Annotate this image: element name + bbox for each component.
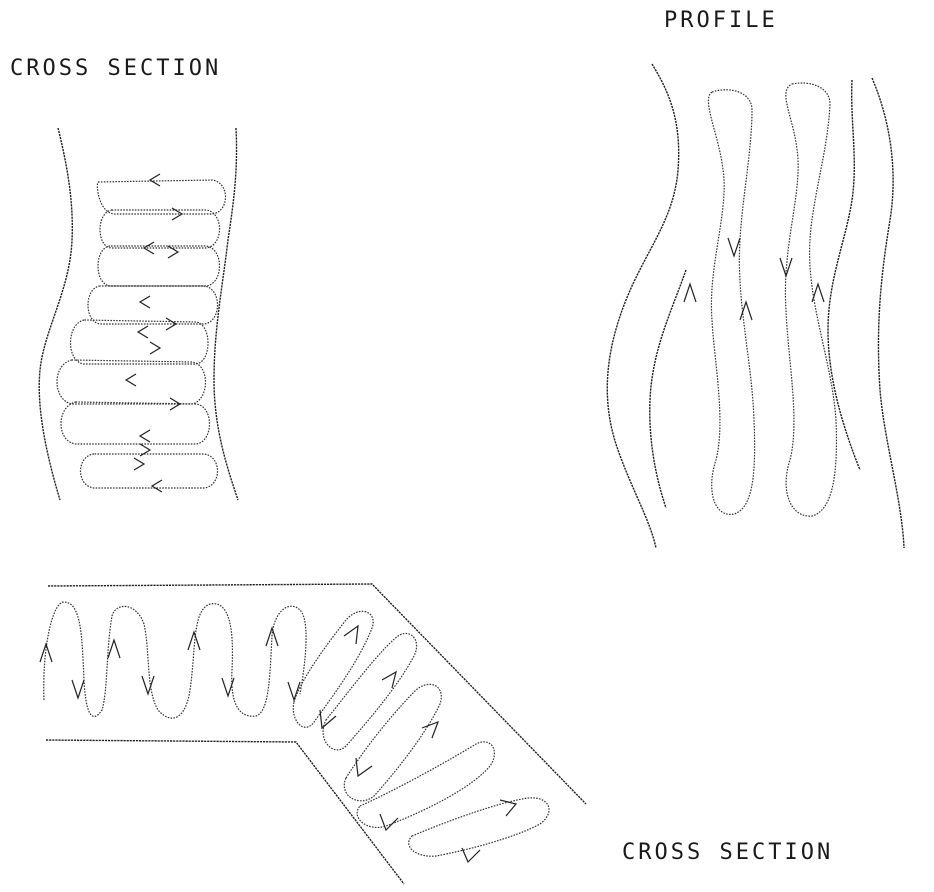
- profile-arrow-up-3: [812, 284, 824, 302]
- bottom-arrow-diag-5: [422, 722, 438, 738]
- arrow-right-4: [150, 342, 160, 354]
- profile-wall-left-inner: [650, 270, 686, 508]
- profile-arrow-up-1: [684, 284, 696, 302]
- wavy-flow-horizontal: [44, 602, 306, 718]
- bottom-arrow-diag-2: [320, 710, 336, 728]
- flow-loop-3: [98, 246, 220, 286]
- profile-wall-right-outer: [872, 78, 904, 548]
- flow-loop-1: [97, 180, 225, 214]
- bottom-arrow-up-3: [188, 632, 200, 650]
- channel-wall-left: [39, 128, 72, 500]
- bottom-arrows: [40, 626, 516, 862]
- arrow-left-1: [150, 174, 160, 186]
- arrow-left-6: [140, 430, 150, 442]
- bottom-arrow-diag-7: [500, 800, 516, 816]
- flow-loop-6: [57, 360, 206, 404]
- bent-channel-bottom-wall: [46, 740, 404, 884]
- profile-cell-1: [708, 90, 754, 515]
- flow-loop-8: [81, 454, 218, 488]
- bottom-arrow-diag-3: [382, 672, 396, 688]
- bottom-arrow-diag-4: [356, 758, 372, 776]
- bent-channel-top-wall: [48, 584, 586, 804]
- flow-loop-4: [88, 286, 218, 324]
- profile-arrow-down-1: [728, 238, 740, 256]
- cross-section-top-panel: [39, 128, 238, 500]
- profile-panel: [607, 64, 904, 548]
- profile-wall-left-outer: [607, 64, 678, 548]
- arrow-left-7: [152, 480, 162, 492]
- arrow-left-3: [140, 296, 150, 308]
- cross-section-bottom-panel: [40, 584, 586, 884]
- profile-arrows: [684, 238, 824, 320]
- bottom-arrow-up-2: [108, 640, 120, 658]
- diagonal-loop-2: [323, 633, 417, 749]
- arrow-left-4: [138, 326, 148, 338]
- channel-wall-right: [214, 128, 238, 500]
- bottom-arrow-diag-1: [344, 626, 358, 644]
- profile-cell-2: [785, 83, 836, 516]
- arrow-right-7: [134, 458, 144, 470]
- profile-wall-right-inner: [828, 80, 860, 470]
- bottom-arrow-down-2: [142, 676, 154, 694]
- flow-loop-5: [71, 320, 209, 364]
- diagonal-loop-4: [357, 742, 494, 828]
- profile-arrow-up-2: [740, 302, 752, 320]
- arrow-left-5: [126, 374, 136, 386]
- flow-loop-7: [61, 402, 210, 444]
- bottom-arrow-down-1: [72, 680, 84, 698]
- diagonal-loop-3: [344, 684, 441, 801]
- flow-loop-2: [100, 210, 220, 248]
